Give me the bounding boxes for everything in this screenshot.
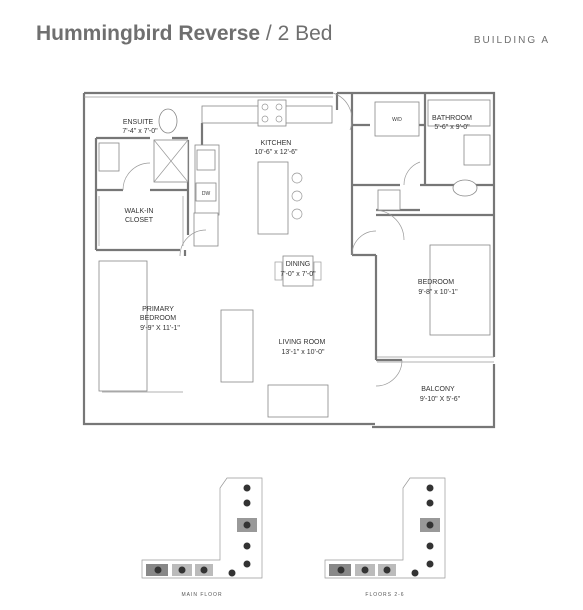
balcony-name: BALCONY xyxy=(421,386,455,393)
keyplan-outline xyxy=(141,477,263,579)
bathroom-name: BATHROOM xyxy=(432,115,472,122)
building-label: BUILDING A xyxy=(473,35,550,46)
living-name: LIVING ROOM xyxy=(279,339,326,346)
refrigerator xyxy=(193,212,219,247)
kitchen-sink xyxy=(196,149,216,171)
stool xyxy=(291,208,303,220)
kitchen-island xyxy=(257,161,289,235)
unit-type: 2 Bed xyxy=(277,22,333,45)
walkin-line1: WALK-IN xyxy=(125,208,154,215)
living-size: 13'-1" x 10'-0" xyxy=(281,349,325,356)
primary-size: 9'-9" X 11'-1" xyxy=(140,325,180,332)
primary-line1: PRIMARY xyxy=(142,306,174,313)
ensuite-size: 7'-4" x 7'-0" xyxy=(122,128,158,135)
stool xyxy=(291,172,303,184)
primary-bed xyxy=(98,260,148,392)
room-labels: ENSUITE 7'-4" x 7'-0" KITCHEN 10'-6" x 1… xyxy=(122,115,472,403)
primary-line2: BEDROOM xyxy=(140,315,176,322)
keyplan-floors-2-6: FLOORS 2-6 xyxy=(324,477,446,598)
bathroom-vanity xyxy=(463,134,491,166)
burner-icon xyxy=(275,103,283,111)
dining-size: 7'-0" x 7'-0" xyxy=(280,271,316,278)
dining-name: DINING xyxy=(286,261,311,268)
bedroom-bed xyxy=(429,244,491,336)
armchairs xyxy=(267,384,329,418)
ensuite-toilet xyxy=(158,108,178,134)
washer-dryer xyxy=(374,101,420,137)
dining-chair xyxy=(274,261,283,281)
dishwasher-label: DW xyxy=(202,191,211,197)
sofa xyxy=(220,309,254,383)
title-separator: / xyxy=(260,22,278,45)
walkin-line2: CLOSET xyxy=(125,217,154,224)
bedroom-size: 9'-8" x 10'-1" xyxy=(418,289,458,296)
burner-icon xyxy=(261,103,269,111)
washer-dryer-label: W/D xyxy=(392,117,402,123)
bedroom-name: BEDROOM xyxy=(418,279,454,286)
ensuite-vanity xyxy=(98,142,120,172)
dishwasher xyxy=(195,182,217,202)
dining-chair xyxy=(313,261,322,281)
kitchen-name: KITCHEN xyxy=(261,140,292,147)
ensuite-name: ENSUITE xyxy=(123,119,154,126)
bathroom-toilet xyxy=(452,179,478,197)
cooktop xyxy=(257,99,287,127)
kitchen-size: 10'-6" x 12'-6" xyxy=(254,149,298,156)
floor-plan: DW W/D xyxy=(82,91,496,429)
unit-name: Hummingbird Reverse xyxy=(36,22,261,45)
storage xyxy=(377,189,401,211)
bathtub xyxy=(427,99,491,127)
page-title: Hummingbird Reverse / 2 Bed xyxy=(36,22,332,46)
dining-table xyxy=(282,255,314,287)
burner-icon xyxy=(261,115,269,123)
exterior-wall xyxy=(82,91,496,429)
burner-icon xyxy=(275,115,283,123)
balcony-size: 9'-10" X 5'-6" xyxy=(420,396,461,403)
keyplan-outline xyxy=(324,477,446,579)
keyplan-caption: MAIN FLOOR xyxy=(181,592,222,598)
bathroom-size: 5'-6" x 9'-0" xyxy=(434,124,470,131)
keyplan-main-floor: MAIN FLOOR xyxy=(141,477,263,598)
door-swing xyxy=(122,92,421,387)
keyplan-caption: FLOORS 2-6 xyxy=(365,592,404,598)
stool xyxy=(291,190,303,202)
